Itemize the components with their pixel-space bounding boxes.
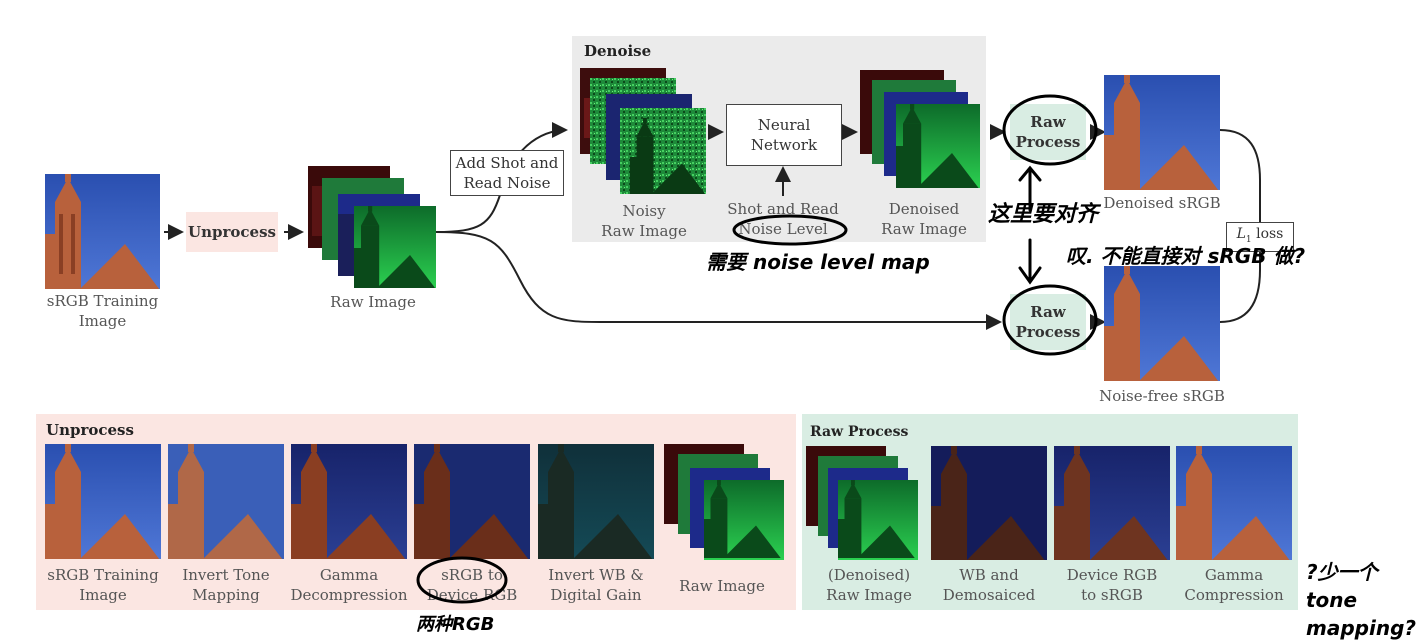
noisefree-srgb-image [1104, 266, 1220, 381]
unprocess-step-raw-stack [664, 444, 784, 560]
unprocess-step-device-rgb [414, 444, 530, 559]
note-here-compare: 这里要对齐 [988, 202, 1099, 227]
srgb-training-image [45, 174, 160, 289]
unprocess-step-srgb [45, 444, 161, 559]
denoised-srgb-image [1104, 75, 1220, 190]
noisy-raw-stack [580, 68, 716, 194]
note-tone-mapping: ?少一个tone mapping? [1306, 560, 1416, 640]
rawprocess-step-raw-stack [806, 446, 918, 562]
noisefree-srgb-caption: Noise-free sRGB [1099, 387, 1225, 405]
unprocess-panel-title: Unprocess [46, 421, 134, 439]
unprocess-caption-5: Invert WB &Digital Gain [548, 566, 644, 604]
denoised-srgb-caption: Denoised sRGB [1103, 194, 1221, 212]
note-why-not-srgb: 叹. 不能直接对 sRGB 做? [1066, 244, 1306, 268]
unprocess-step-box: Unprocess [186, 212, 278, 252]
rawprocess-step-gamma [1176, 446, 1292, 560]
unprocess-caption-6: Raw Image [679, 577, 765, 595]
note-need-noise-map: 需要 noise level map [706, 250, 930, 274]
unprocess-step-invert-wb [538, 444, 654, 559]
rawprocess-caption-1: (Denoised)Raw Image [826, 566, 912, 604]
l1-loss-box: L1 loss [1226, 222, 1294, 252]
unprocess-step-gamma [291, 444, 407, 559]
raw-process-panel-title: Raw Process [810, 424, 909, 440]
rawprocess-step-wb [931, 446, 1047, 560]
rawprocess-step-device-to-srgb [1054, 446, 1170, 560]
raw-image-stack [308, 166, 436, 288]
denoise-panel-title: Denoise [584, 42, 652, 60]
unprocess-step-invert-tone [168, 444, 284, 559]
raw-image-caption: Raw Image [330, 293, 416, 311]
denoised-raw-stack [860, 70, 980, 190]
note-two-rgb: 两种RGB [416, 614, 495, 635]
